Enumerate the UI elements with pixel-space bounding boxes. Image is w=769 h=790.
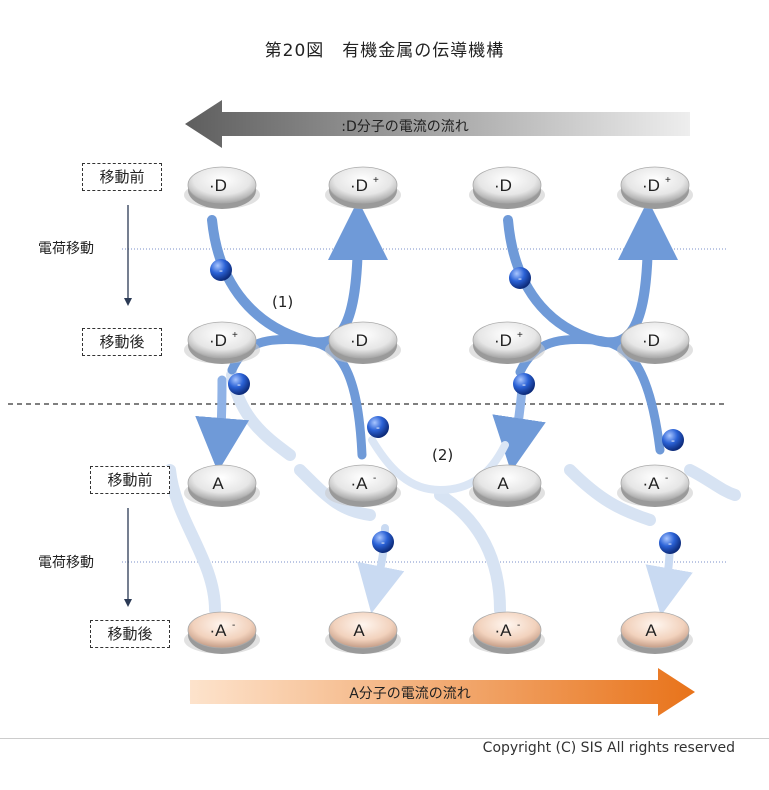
molecule-d_after-1: ·D + bbox=[184, 321, 260, 364]
molecule-d_after-3: ·D + bbox=[469, 321, 545, 364]
molecule-label: A bbox=[212, 474, 224, 493]
blue-flow-curves bbox=[195, 200, 693, 616]
d-flow-arrow bbox=[185, 100, 690, 148]
molecule-a_before-4: ·A- bbox=[617, 464, 693, 507]
svg-text:-: - bbox=[522, 378, 526, 391]
molecule-a_after-3: ·A- bbox=[469, 611, 545, 654]
footer-divider bbox=[0, 738, 769, 739]
svg-text:-: - bbox=[376, 421, 380, 434]
copyright-text: Copyright (C) SIS All rights reserved bbox=[482, 740, 735, 756]
step-label-2: (2) bbox=[432, 446, 454, 464]
electron-icon: - bbox=[367, 416, 389, 438]
molecule-label: A bbox=[353, 621, 365, 640]
charge-sign: + bbox=[665, 175, 671, 186]
electron-icon: - bbox=[228, 373, 250, 395]
stage-label-before-bottom: 移動前 bbox=[90, 466, 170, 494]
charge-sign: - bbox=[665, 473, 668, 484]
step-label-1: (1) bbox=[272, 293, 294, 311]
svg-text:-: - bbox=[668, 537, 672, 550]
electron-icon: - bbox=[210, 259, 232, 281]
molecule-label: ·D bbox=[642, 176, 660, 195]
molecule-label: ·D bbox=[209, 176, 227, 195]
molecule-label: ·D bbox=[494, 331, 512, 350]
charge-sign: - bbox=[373, 473, 376, 484]
electron-icon: - bbox=[659, 532, 681, 554]
stage-label-after-bottom: 移動後 bbox=[90, 620, 170, 648]
molecule-a_after-2: A bbox=[325, 611, 401, 654]
charge-sign: + bbox=[232, 330, 238, 341]
molecule-label: ·D bbox=[209, 331, 227, 350]
charge-sign: + bbox=[517, 330, 523, 341]
electron-layer: - - - - - - - - bbox=[210, 259, 684, 554]
move-label-top: 電荷移動 bbox=[38, 241, 94, 257]
svg-text:-: - bbox=[671, 434, 675, 447]
molecule-label: ·A bbox=[495, 621, 513, 640]
electron-icon: - bbox=[372, 531, 394, 553]
charge-sign: - bbox=[517, 620, 520, 631]
molecule-a_before-3: A bbox=[469, 464, 545, 507]
molecule-label: ·A bbox=[210, 621, 228, 640]
a-flow-label: A分子の電流の流れ bbox=[349, 686, 471, 702]
molecule-d_before-3: ·D bbox=[469, 166, 545, 209]
d-flow-label: :D分子の電流の流れ bbox=[341, 119, 469, 135]
molecule-a_before-2: ·A- bbox=[325, 464, 401, 507]
molecule-d_before-2: ·D + bbox=[325, 166, 401, 209]
molecule-d_after-2: ·D bbox=[325, 321, 401, 364]
charge-sign: + bbox=[373, 175, 379, 186]
svg-text:-: - bbox=[381, 536, 385, 549]
molecule-d_before-1: ·D bbox=[184, 166, 260, 209]
molecule-label: A bbox=[645, 621, 657, 640]
electron-icon: - bbox=[509, 267, 531, 289]
molecule-label: ·A bbox=[643, 474, 661, 493]
molecule-label: ·D bbox=[494, 176, 512, 195]
molecule-label: ·D bbox=[350, 176, 368, 195]
molecule-layer: ·D·D+·D·D+·D+·D·D+·DA·A-A·A-·A-A·A-A bbox=[184, 166, 693, 654]
electron-icon: - bbox=[513, 373, 535, 395]
molecule-a_after-1: ·A- bbox=[184, 611, 260, 654]
svg-text:-: - bbox=[518, 272, 522, 285]
stage-label-before-top: 移動前 bbox=[82, 163, 162, 191]
molecule-label: ·D bbox=[350, 331, 368, 350]
electron-icon: - bbox=[662, 429, 684, 451]
charge-sign: - bbox=[232, 620, 235, 631]
molecule-label: ·D bbox=[642, 331, 660, 350]
stage-label-after-top: 移動後 bbox=[82, 328, 162, 356]
molecule-a_before-1: A bbox=[184, 464, 260, 507]
svg-text:-: - bbox=[219, 264, 223, 277]
svg-text:-: - bbox=[237, 378, 241, 391]
a-flow-arrow bbox=[190, 668, 695, 716]
move-label-bottom: 電荷移動 bbox=[38, 555, 94, 571]
molecule-d_before-4: ·D + bbox=[617, 166, 693, 209]
molecule-label: A bbox=[497, 474, 509, 493]
page-title: 第20図 有機金属の伝導機構 bbox=[264, 41, 505, 61]
molecule-d_after-4: ·D bbox=[617, 321, 693, 364]
molecule-a_after-4: A bbox=[617, 611, 693, 654]
molecule-label: ·A bbox=[351, 474, 369, 493]
